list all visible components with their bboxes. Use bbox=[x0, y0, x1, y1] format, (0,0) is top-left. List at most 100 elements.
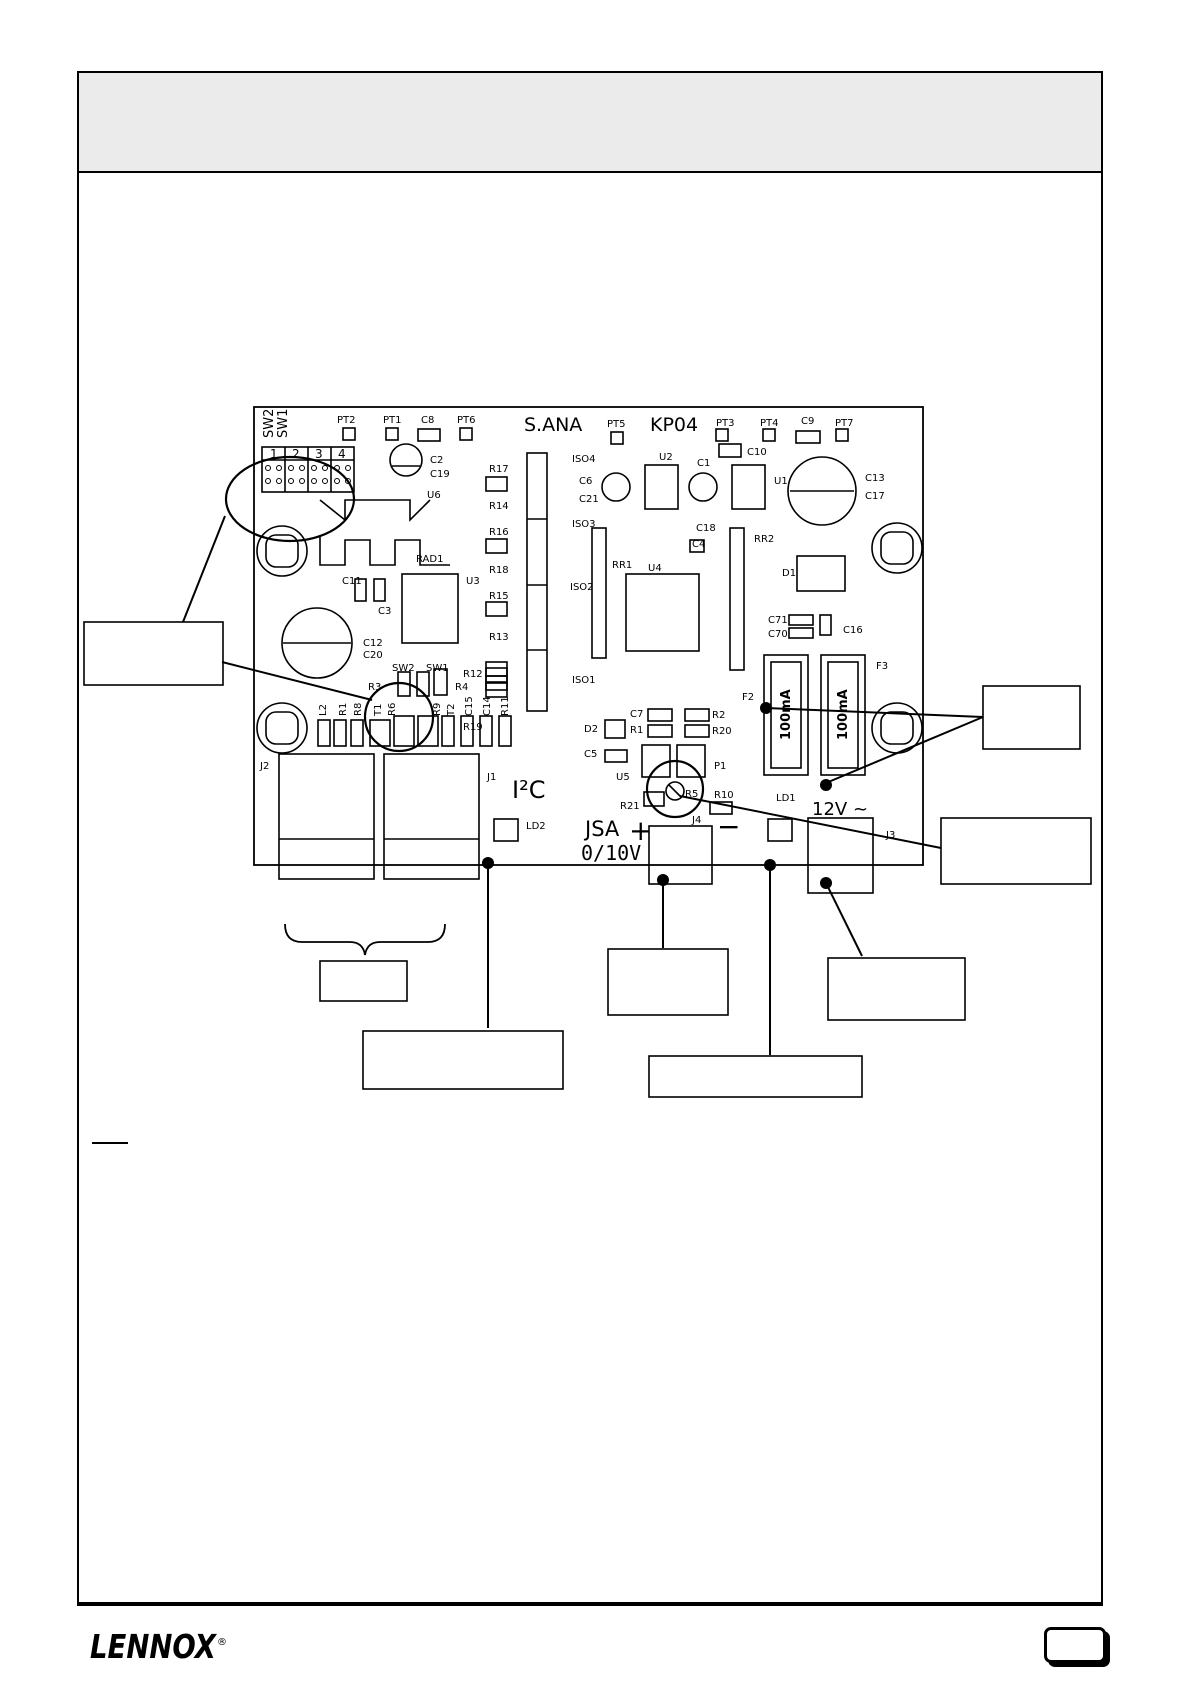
ref-r11: R11 bbox=[500, 696, 511, 716]
ref-t1: T1 bbox=[373, 704, 384, 717]
callout-ld1 bbox=[648, 1055, 863, 1098]
ref-c1: C1 bbox=[697, 458, 710, 469]
fuse-f2 bbox=[763, 654, 809, 776]
ref-r9: R9 bbox=[432, 703, 443, 716]
ref-iso1: ISO1 bbox=[572, 675, 596, 686]
ref-d1: D1 bbox=[782, 568, 796, 579]
ref-u2: U2 bbox=[659, 452, 673, 463]
ref-c13: C13 bbox=[865, 473, 885, 484]
dip-num: 2 bbox=[292, 447, 300, 461]
ref-c2: C2 bbox=[430, 455, 443, 466]
ref-sw2: SW2 bbox=[392, 663, 415, 674]
ref-c20: C20 bbox=[363, 650, 383, 661]
logo-text: LENNOX bbox=[90, 1627, 217, 1665]
ref-d2: D2 bbox=[584, 724, 598, 735]
ref-rr1: RR1 bbox=[612, 560, 632, 571]
ref-r1-v: R1 bbox=[338, 703, 349, 716]
ref-pt5: PT5 bbox=[607, 419, 626, 430]
ref-r2: R2 bbox=[712, 710, 725, 721]
ref-c9: C9 bbox=[801, 416, 814, 427]
potentiometer-highlight bbox=[645, 759, 705, 819]
mounting-hole bbox=[256, 702, 308, 754]
ref-c14: C14 bbox=[482, 696, 493, 716]
ref-r4: R4 bbox=[455, 682, 468, 693]
i2c-label: I²C bbox=[512, 776, 545, 804]
callout-rj-connectors bbox=[319, 960, 408, 1002]
note-underline bbox=[92, 1142, 128, 1144]
ref-rr2: RR2 bbox=[754, 534, 774, 545]
ref-c71: C71 bbox=[768, 615, 788, 626]
analog-label: 0/10V bbox=[581, 841, 641, 865]
ref-c4: C4 bbox=[692, 539, 705, 550]
ref-sw1: SW1 bbox=[426, 663, 449, 674]
ref-u3: U3 bbox=[466, 576, 480, 587]
ref-c70: C70 bbox=[768, 629, 788, 640]
ref-j4: J4 bbox=[691, 815, 701, 826]
board-name: S.ANA bbox=[524, 414, 582, 436]
ref-u1: U1 bbox=[774, 476, 788, 487]
ref-c7: C7 bbox=[630, 709, 643, 720]
brace bbox=[284, 923, 446, 956]
dip-num: 3 bbox=[315, 447, 323, 461]
ref-c15: C15 bbox=[464, 696, 475, 716]
ref-pt6: PT6 bbox=[457, 415, 476, 426]
ref-u6: U6 bbox=[427, 490, 441, 501]
ref-pt7: PT7 bbox=[835, 418, 854, 429]
ref-r6: R6 bbox=[387, 703, 398, 716]
callout-ld2 bbox=[362, 1030, 564, 1090]
callout-potentiometer bbox=[940, 817, 1092, 885]
ref-r5: R5 bbox=[685, 789, 698, 800]
ref-c11: C11 bbox=[342, 576, 362, 587]
ref-p1: P1 bbox=[714, 761, 726, 772]
minus-sign: − bbox=[717, 810, 740, 843]
ref-r3: R3 bbox=[368, 682, 381, 693]
header-band bbox=[79, 73, 1101, 173]
ref-u4: U4 bbox=[648, 563, 662, 574]
ref-c3: C3 bbox=[378, 606, 391, 617]
ref-iso3: ISO3 bbox=[572, 519, 596, 530]
ref-f3: F3 bbox=[876, 661, 888, 672]
connector-j3 bbox=[807, 817, 874, 894]
ref-r8: R8 bbox=[353, 703, 364, 716]
ref-ld2: LD2 bbox=[526, 821, 546, 832]
lennox-logo: LENNOX ® bbox=[90, 1627, 227, 1665]
ref-rad1: RAD1 bbox=[416, 554, 443, 565]
connector-j1 bbox=[383, 753, 480, 880]
logo-mark: ® bbox=[217, 1637, 227, 1648]
ref-r10: R10 bbox=[714, 790, 734, 801]
dip-num: 4 bbox=[338, 447, 346, 461]
ref-c10: C10 bbox=[747, 447, 767, 458]
ref-l2: L2 bbox=[318, 704, 329, 716]
ref-pt1: PT1 bbox=[383, 415, 402, 426]
ref-r13: R13 bbox=[489, 632, 509, 643]
board-ref: KP04 bbox=[650, 414, 698, 436]
ref-r20: R20 bbox=[712, 726, 732, 737]
ref-r21: R21 bbox=[620, 801, 640, 812]
ref-t2: T2 bbox=[446, 704, 457, 717]
ref-j3: J3 bbox=[885, 830, 895, 841]
dip-switch-highlight bbox=[224, 455, 356, 543]
dip-num: 1 bbox=[270, 447, 278, 461]
callout-j3 bbox=[827, 957, 966, 1021]
ref-c5: C5 bbox=[584, 749, 597, 760]
ref-c12: C12 bbox=[363, 638, 383, 649]
callout-dip-switch bbox=[83, 621, 224, 686]
page-frame bbox=[77, 71, 1103, 1604]
callout-j4 bbox=[607, 948, 729, 1016]
ref-j2: J2 bbox=[259, 761, 269, 772]
iso-column bbox=[526, 452, 548, 712]
ref-pt3: PT3 bbox=[716, 418, 735, 429]
bottom-rule bbox=[77, 1604, 1103, 1606]
ref-r1: R1 bbox=[630, 725, 643, 736]
ref-f2: F2 bbox=[742, 692, 754, 703]
connector-j2 bbox=[278, 753, 375, 880]
ref-u5: U5 bbox=[616, 772, 630, 783]
plus-sign: + bbox=[629, 814, 652, 847]
ref-iso4: ISO4 bbox=[572, 454, 596, 465]
board-outline bbox=[253, 406, 924, 866]
ref-c8: C8 bbox=[421, 415, 434, 426]
ref-c6: C6 bbox=[579, 476, 592, 487]
ref-j1: J1 bbox=[486, 772, 496, 783]
ref-r19: R19 bbox=[463, 722, 483, 733]
